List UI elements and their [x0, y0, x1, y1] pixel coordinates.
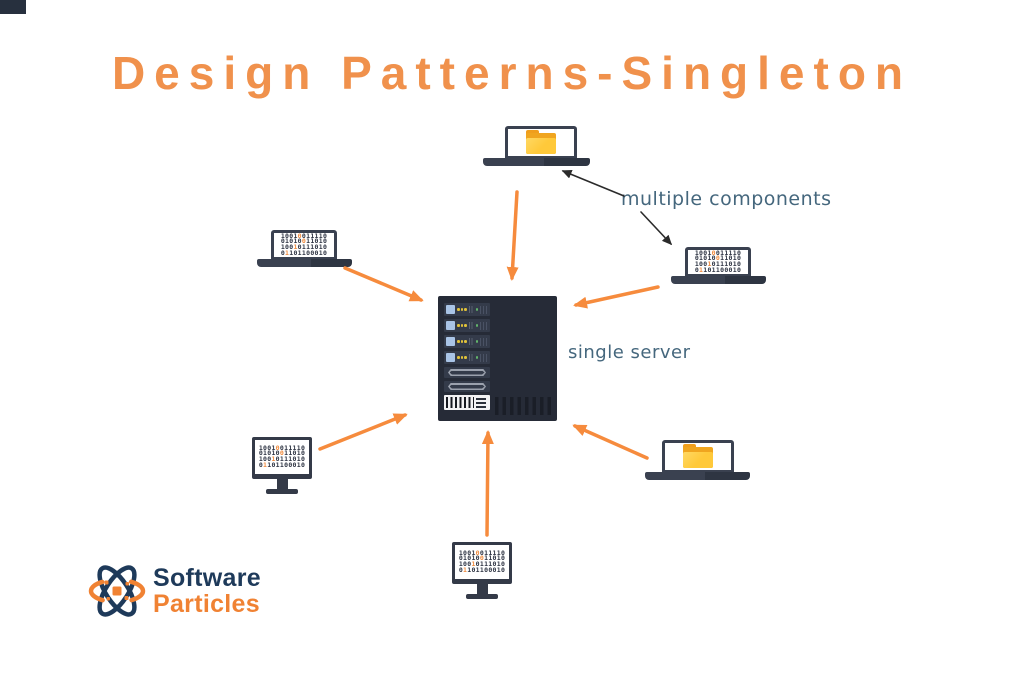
laptop-base — [645, 472, 750, 480]
server-led-panel — [446, 337, 455, 346]
status-lights — [457, 324, 467, 327]
server-rack-unit — [444, 335, 490, 348]
vent-stripes — [446, 397, 474, 408]
status-lights — [457, 340, 467, 343]
power-light — [476, 324, 479, 327]
vent-component — [476, 397, 486, 408]
rack-ticks — [468, 354, 475, 361]
server-led-panel — [446, 321, 455, 330]
status-lights — [457, 308, 467, 311]
power-light — [476, 356, 479, 359]
rack-slots — [480, 321, 488, 330]
monitor-stand-neck — [276, 479, 288, 489]
monitor-stand-neck — [476, 584, 488, 594]
annotation-arrow-to-top-laptop — [561, 170, 625, 197]
rack-slots — [480, 305, 488, 314]
laptop-screen — [662, 440, 734, 472]
arrow-right-laptop-to-server — [573, 285, 660, 309]
annotation-arrow-to-right-laptop — [640, 211, 673, 246]
logo-word-particles: Particles — [153, 590, 260, 618]
rack-slots — [480, 337, 488, 346]
logo: Software Particles — [88, 556, 261, 626]
rack-slots — [480, 353, 488, 362]
folder-front — [526, 138, 556, 154]
status-lights — [457, 356, 467, 359]
logo-text: Software Particles — [153, 565, 261, 617]
arrow-top-laptop-to-server — [506, 190, 519, 281]
server-front-panel — [444, 303, 490, 410]
folder-icon — [683, 444, 713, 468]
server-led-panel — [446, 305, 455, 314]
single-server-label: single server — [568, 342, 691, 363]
server-rack-unit — [444, 319, 490, 332]
logo-word-software: Software — [153, 564, 261, 592]
server-rack-unit — [444, 351, 490, 364]
diagram-title: Design Patterns-Singleton — [111, 47, 913, 99]
drive-bay-handle — [448, 383, 486, 390]
arrow-bottomleft-monitor-to-server — [318, 413, 408, 451]
server-led-panel — [446, 353, 455, 362]
server — [438, 296, 557, 421]
rack-ticks — [468, 338, 475, 345]
laptop-base — [671, 276, 766, 284]
rack-ticks — [468, 306, 475, 313]
power-light — [476, 340, 479, 343]
laptop-base — [483, 158, 590, 166]
atom-icon — [88, 565, 146, 617]
server-drive-bay — [444, 381, 490, 392]
laptop-folder-bottom-right — [645, 440, 750, 480]
arrow-left-laptop-to-server — [343, 266, 424, 302]
laptop-folder-top — [483, 126, 590, 166]
power-light — [476, 308, 479, 311]
folder-icon — [526, 130, 556, 154]
arrow-bottomcenter-monitor-to-server — [481, 430, 494, 537]
corner-artifact — [0, 0, 26, 14]
server-side-vents — [495, 397, 553, 415]
monitor-stand-base — [466, 594, 498, 599]
multiple-components-label: multiple components — [621, 188, 832, 210]
server-drive-bay — [444, 367, 490, 378]
arrow-bottomright-laptop-to-server — [572, 424, 649, 460]
monitor-stand-base — [266, 489, 298, 494]
laptop-screen — [505, 126, 577, 158]
rack-ticks — [468, 322, 475, 329]
laptop-base — [257, 259, 352, 267]
folder-front — [683, 452, 713, 468]
server-vent — [444, 395, 490, 410]
drive-bay-handle — [448, 369, 486, 376]
server-rack-unit — [444, 303, 490, 316]
